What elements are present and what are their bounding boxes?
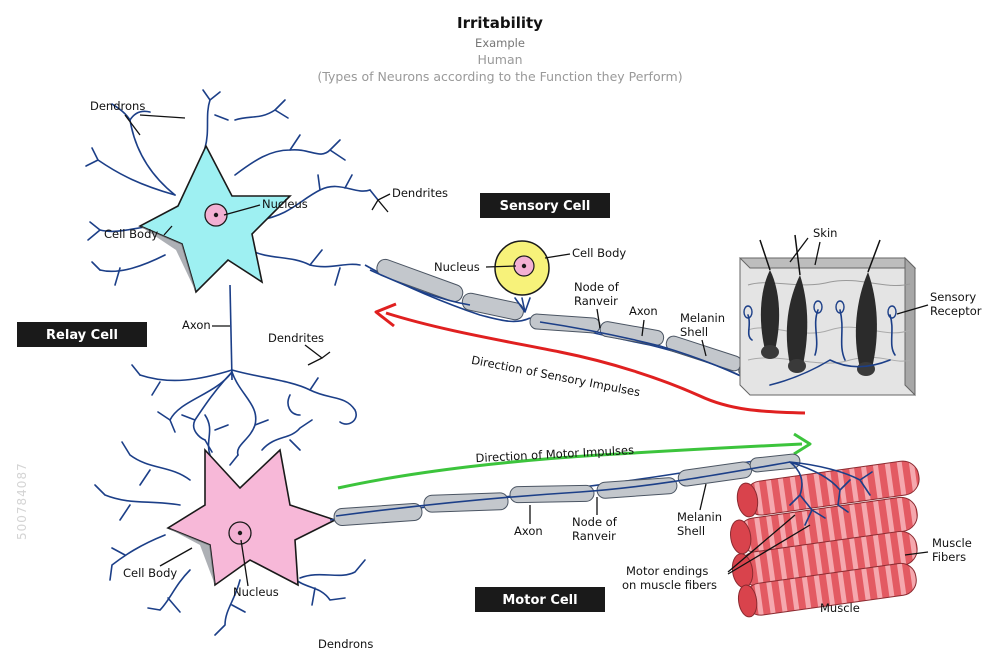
relay-cell-body-label: Cell Body (104, 227, 158, 241)
sensory-cell-body-label: Cell Body (572, 246, 626, 260)
skin-block (738, 234, 917, 397)
motor-endings-label-2: on muscle fibers (622, 578, 717, 592)
muscle-label: Muscle (820, 601, 860, 615)
skin-label: Skin (813, 226, 837, 240)
hair-follicles (759, 234, 881, 376)
sensory-labels: Nucleus Cell Body Node of Ranveir Axon M… (434, 226, 982, 357)
motor-cell (94, 414, 801, 636)
sensory-receptors (743, 300, 897, 386)
page-subtitle: Example (475, 36, 525, 50)
motor-myelin-sheath (333, 453, 801, 527)
relay-terminal-dendrites (131, 364, 357, 466)
sensory-nucleus-label: Nucleus (434, 260, 480, 274)
muscle-fibers-label-1: Muscle (932, 536, 972, 550)
sensory-axon-label: Axon (629, 304, 658, 318)
motor-axon-label: Axon (514, 524, 543, 538)
sensory-receptor-label-1: Sensory (930, 290, 976, 304)
motor-cell-tag: Motor Cell (475, 587, 605, 612)
motor-melanin-label-1: Melanin (677, 510, 722, 524)
relay-cell-tag: Relay Cell (17, 322, 147, 347)
header: Irritability Example Human (Types of Neu… (317, 14, 682, 84)
side-watermark: 500784087 (15, 462, 29, 540)
relay-dendrons-label: Dendrons (90, 99, 145, 113)
motor-dendrons-label: Dendrons (318, 637, 373, 651)
motor-node-label-1: Node of (572, 515, 618, 529)
motor-impulse-arrow: Direction of Motor Impulses (337, 432, 812, 490)
relay-labels: Dendrons Nucleus Cell Body Dendrites Axo… (90, 99, 448, 366)
motor-endings (789, 461, 873, 526)
sensory-myelin-sheath (376, 258, 788, 390)
sensory-melanin-label-2: Shell (680, 325, 708, 339)
motor-arrow-label: Direction of Motor Impulses (475, 443, 634, 465)
sensory-tag: Sensory Cell (480, 193, 610, 218)
motor-node-label-2: Ranveir (572, 529, 616, 543)
muscle-fibers-label-2: Fibers (932, 550, 966, 564)
motor-melanin-label-2: Shell (677, 524, 705, 538)
page-caption: (Types of Neurons according to the Funct… (317, 69, 682, 84)
relay-axon (229, 284, 233, 381)
relay-nucleus-label: Nucleus (262, 197, 308, 211)
sensory-receptor-label-2: Receptor (930, 304, 982, 318)
motor-cell-body (166, 447, 338, 587)
muscle-fibers (730, 460, 920, 618)
relay-dendrites-label-top: Dendrites (392, 186, 448, 200)
relay-dendrites-label-bottom: Dendrites (268, 331, 324, 345)
sensory-node-label-2: Ranveir (574, 294, 618, 308)
relay-axon-label: Axon (182, 318, 211, 332)
motor-dendrites (94, 414, 366, 636)
sensory-melanin-label-1: Melanin (680, 311, 725, 325)
motor-labels: Axon Node of Ranveir Melanin Shell Motor… (123, 483, 972, 651)
motor-cell-body-label: Cell Body (123, 566, 177, 580)
sensory-arrow-label: Direction of Sensory Impulses (470, 353, 641, 399)
motor-nucleus-label: Nucleus (233, 585, 279, 599)
relay-dendrites (85, 89, 379, 286)
page-title: Irritability (457, 14, 543, 32)
svg-text:Relay Cell: Relay Cell (46, 328, 118, 343)
svg-text:Sensory Cell: Sensory Cell (500, 199, 591, 214)
page-subject: Human (477, 52, 522, 67)
svg-text:Motor Cell: Motor Cell (502, 593, 577, 608)
motor-endings-label-1: Motor endings (626, 564, 708, 578)
sensory-node-label-1: Node of (574, 280, 620, 294)
relay-cell (85, 89, 379, 466)
